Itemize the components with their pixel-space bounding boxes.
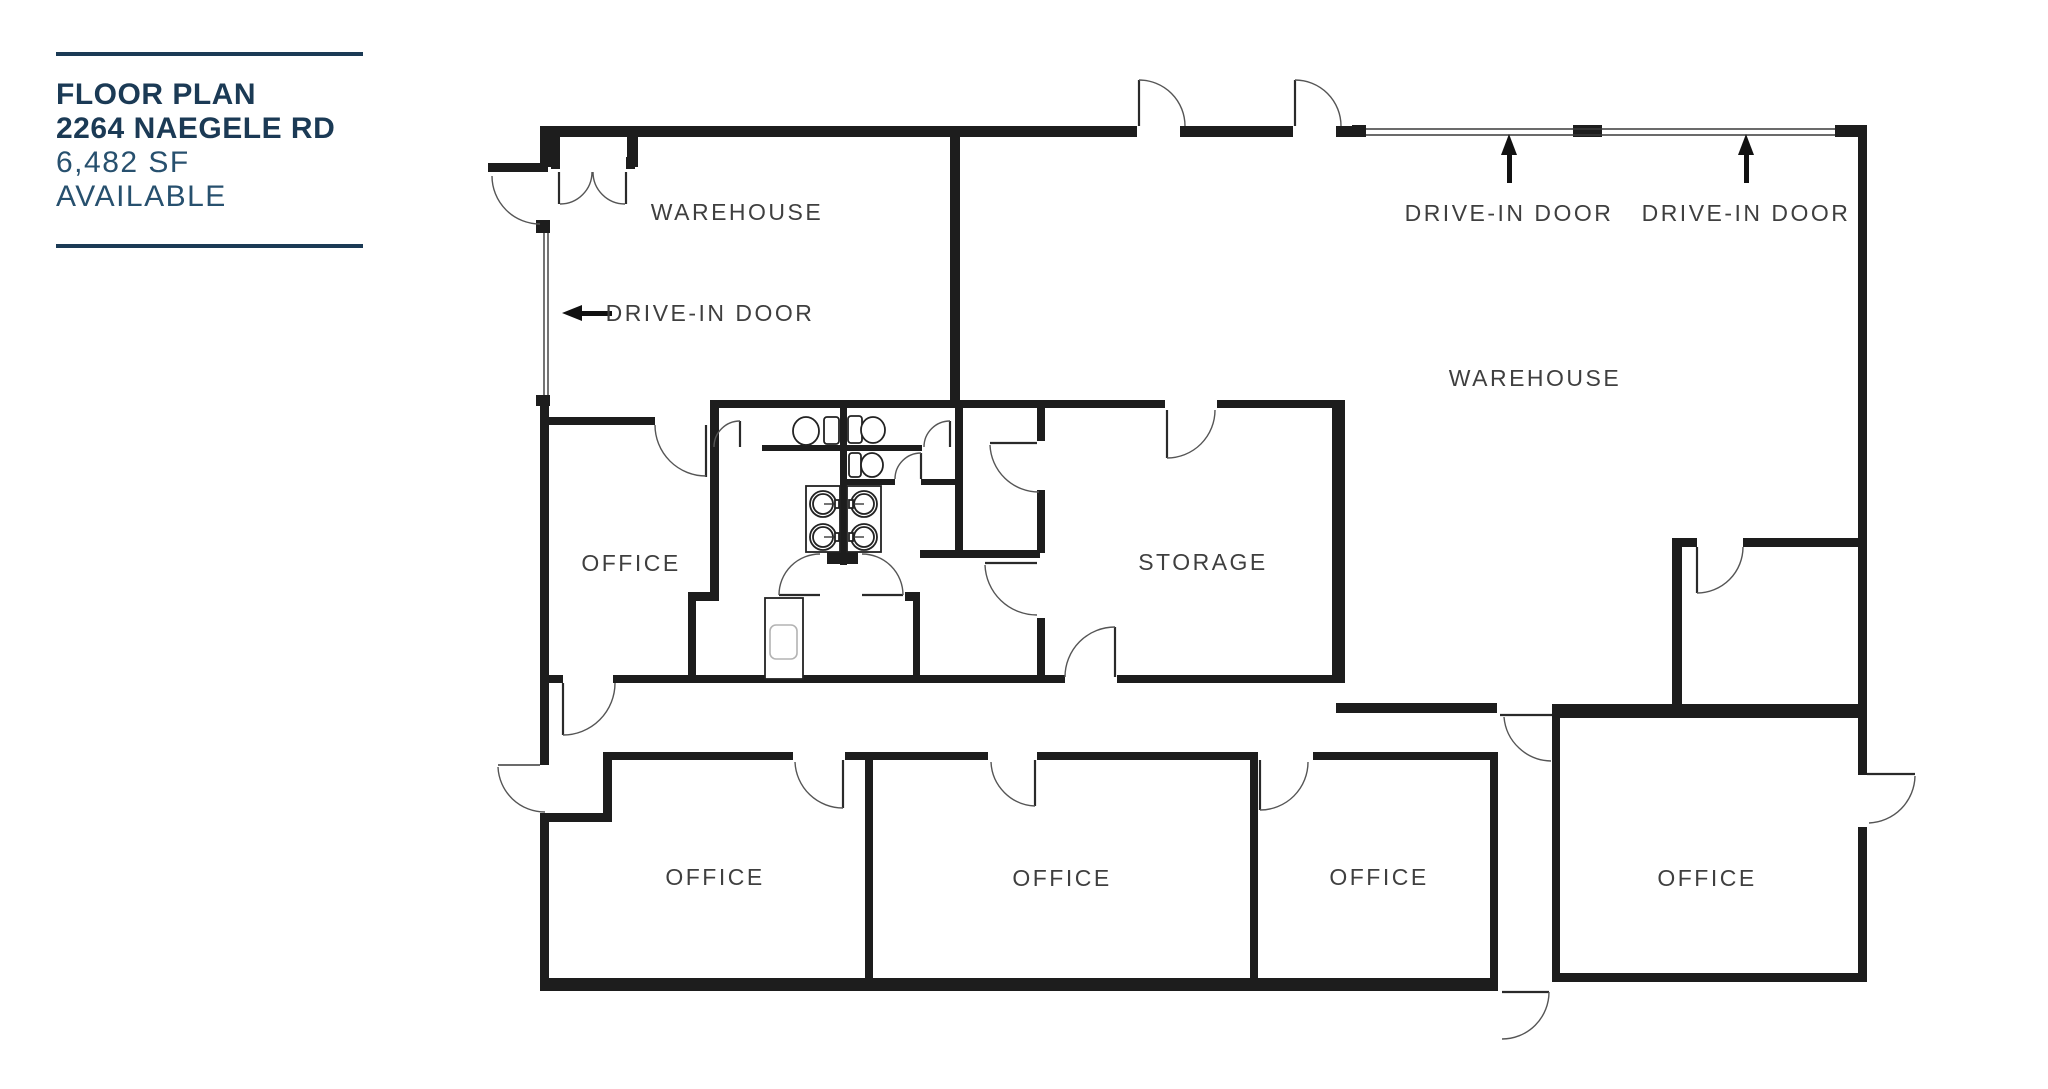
- annotation-drive-in-top-second: DRIVE-IN DOOR: [1642, 200, 1851, 226]
- room-label-office-1: OFFICE: [665, 864, 764, 890]
- room-label-office-4: OFFICE: [1657, 865, 1756, 891]
- water-heater-closet: [764, 597, 804, 680]
- room-label-office-2: OFFICE: [1012, 865, 1111, 891]
- door-leaves: [557, 80, 1915, 994]
- drive-in-door-opening-lines: [498, 128, 1835, 766]
- drive-in-arrow-left: [562, 305, 612, 321]
- address-line: 2264 NAEGELE RD: [56, 112, 336, 145]
- walls: [488, 125, 1867, 991]
- room-label-storage: STORAGE: [1138, 549, 1268, 575]
- page-title: FLOOR PLAN: [56, 78, 256, 111]
- annotation-drive-in-left: DRIVE-IN DOOR: [606, 300, 815, 326]
- room-label-warehouse-right: WAREHOUSE: [1449, 365, 1621, 391]
- room-label-office-mid-left: OFFICE: [581, 550, 680, 576]
- drive-in-arrow-up-first: [1501, 134, 1517, 183]
- toilet-icon: [848, 452, 884, 478]
- annotation-drive-in-top-first: DRIVE-IN DOOR: [1405, 200, 1614, 226]
- toilet-icon: [792, 416, 840, 446]
- room-label-warehouse-left: WAREHOUSE: [651, 199, 823, 225]
- title-block: FLOOR PLAN 2264 NAEGELE RD 6,482 SF AVAI…: [56, 52, 363, 248]
- sink-counter: [846, 485, 882, 553]
- restroom-fixtures: [764, 415, 886, 680]
- drive-in-arrow-up-second: [1738, 134, 1754, 183]
- door-swing-arcs: [491, 79, 1916, 1040]
- sink-counter: [805, 485, 841, 553]
- room-label-office-3: OFFICE: [1329, 864, 1428, 890]
- available-sf-line: 6,482 SF AVAILABLE: [56, 146, 227, 213]
- toilet-icon: [847, 415, 886, 444]
